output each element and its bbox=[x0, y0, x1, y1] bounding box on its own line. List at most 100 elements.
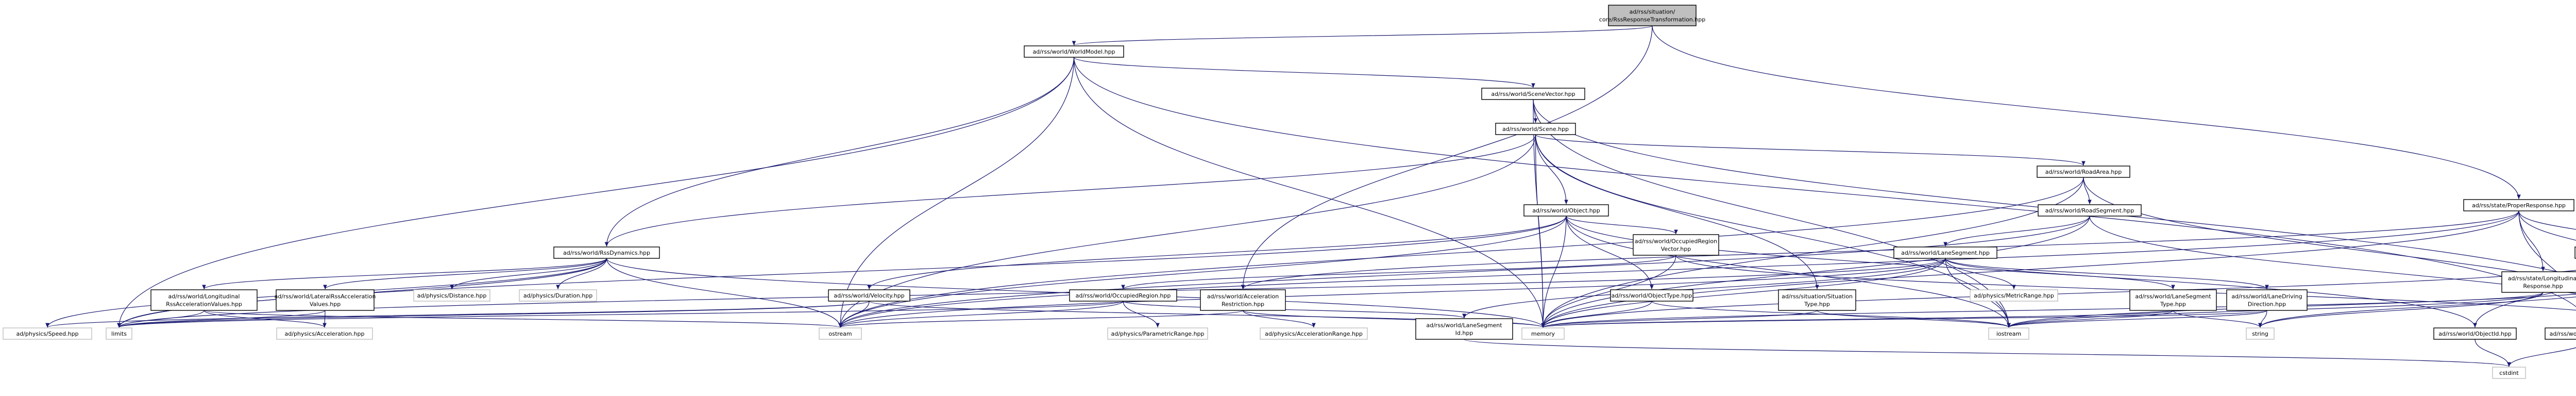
node-box bbox=[1024, 45, 1124, 58]
dependency-edge-objecttype-to-iostream bbox=[1651, 301, 2011, 328]
node-box bbox=[1415, 318, 1513, 340]
dependency-edge-roadarea-to-roadsegment bbox=[2083, 177, 2092, 205]
node-label: ad/rss/world/LaneSegment bbox=[2135, 293, 2211, 300]
node-label: Direction.hpp bbox=[2248, 301, 2286, 308]
node-label: ad/rss/world/OccupiedRegion bbox=[1635, 238, 1717, 245]
dependency-edge-worldmodel-to-limits bbox=[117, 57, 1075, 328]
node-box bbox=[276, 327, 373, 340]
graph-node-scenevector[interactable]: ad/rss/world/SceneVector.hpp bbox=[1481, 88, 1585, 100]
node-label: ad/rss/state/ProperResponse.hpp bbox=[2472, 202, 2566, 209]
graph-node-object[interactable]: ad/rss/world/Object.hpp bbox=[1523, 204, 1609, 217]
node-label: ad/rss/world/Object.hpp bbox=[1532, 207, 1600, 214]
dependency-edge-scene-to-memory bbox=[1535, 134, 1545, 328]
node-label: ad/physics/Duration.hpp bbox=[523, 292, 592, 299]
graph-node-worldmodel[interactable]: ad/rss/world/WorldModel.hpp bbox=[1024, 45, 1124, 58]
dependency-edge-roadsegment-to-lanesegment bbox=[1943, 216, 2090, 247]
node-box bbox=[1633, 234, 1719, 256]
node-box bbox=[1200, 289, 1286, 311]
graph-node-root[interactable]: ad/rss/situation/core/RssResponseTransfo… bbox=[1599, 5, 1705, 26]
graph-node-timeindex[interactable]: ad/rss/world/TimeIndex.hpp bbox=[2545, 327, 2576, 340]
dependency-edge-worldmodel-to-ostream bbox=[838, 57, 1075, 328]
node-label: ad/rss/world/Scene.hpp bbox=[1502, 126, 1569, 133]
node-label: ad/rss/world/Velocity.hpp bbox=[834, 292, 904, 299]
dependency-edge-latresponse-to-string bbox=[2258, 296, 2576, 328]
node-box bbox=[2037, 166, 2130, 178]
node-label: ad/rss/world/WorldModel.hpp bbox=[1032, 48, 1115, 55]
node-label: ad/rss/situation/Situation bbox=[1782, 293, 1853, 300]
graph-node-scene[interactable]: ad/rss/world/Scene.hpp bbox=[1495, 123, 1576, 135]
graph-node-rssdynamics[interactable]: ad/rss/world/RssDynamics.hpp bbox=[553, 246, 660, 259]
graph-node-metricrange: ad/physics/MetricRange.hpp bbox=[1970, 289, 2058, 302]
dependency-edge-longmaxaccel-to-limits bbox=[117, 310, 205, 328]
node-label: string bbox=[2252, 331, 2268, 337]
node-label: ad/physics/Distance.hpp bbox=[417, 292, 487, 299]
node-box bbox=[828, 289, 910, 302]
node-label: Id.hpp bbox=[1455, 330, 1473, 337]
node-label: cstdint bbox=[2499, 370, 2519, 376]
graph-node-occupiedregion[interactable]: ad/rss/world/OccupiedRegion.hpp bbox=[1069, 289, 1177, 302]
dependency-edge-rssdynamics-to-ostream bbox=[606, 258, 842, 328]
dependency-edge-rssdynamics-to-duration bbox=[556, 258, 607, 290]
dependency-edge-roadsegment-to-ostream bbox=[838, 216, 2090, 328]
dependency-edge-accelrestriction-to-accelrange bbox=[1242, 310, 1316, 328]
dependency-edge-accelrestriction-to-memory bbox=[1242, 310, 1545, 328]
node-box bbox=[2038, 204, 2142, 217]
dependency-edge-longmaxaccel-to-ostream bbox=[204, 310, 842, 328]
node-box bbox=[2463, 199, 2574, 211]
graph-node-properresponse[interactable]: ad/rss/state/ProperResponse.hpp bbox=[2463, 199, 2574, 211]
dependency-edge-properresponse-to-timeindex bbox=[2518, 210, 2576, 291]
node-box bbox=[1608, 5, 1697, 26]
dependency-edge-lanesegmentid-to-cstdint bbox=[1464, 339, 2511, 367]
graph-node-velocity[interactable]: ad/rss/world/Velocity.hpp bbox=[828, 289, 910, 302]
dependency-edge-object-to-objectid bbox=[1566, 216, 2477, 328]
dependency-edge-longresponse-to-string bbox=[2258, 292, 2544, 328]
node-label: ad/physics/AccelerationRange.hpp bbox=[1265, 331, 1363, 337]
dependency-edge-lanesegment-to-lanesegmenttype bbox=[1945, 258, 2175, 290]
node-label: ad/rss/world/TimeIndex.hpp bbox=[2550, 331, 2576, 337]
node-label: Type.hpp bbox=[2160, 301, 2186, 308]
dependency-edge-occupiedregionvector-to-memory bbox=[1541, 255, 1676, 328]
graph-node-objectidvector[interactable]: ad/rss/world/ObjectIdVector.hpp bbox=[2574, 246, 2576, 259]
dependency-edge-root-to-properresponse bbox=[1652, 25, 2521, 200]
graph-node-objecttype[interactable]: ad/rss/world/ObjectType.hpp bbox=[1610, 289, 1693, 302]
dependency-edge-roadsegment-to-memory bbox=[1541, 216, 2090, 328]
dependency-edge-scene-to-rssdynamics bbox=[604, 134, 1536, 247]
dependency-edge-lanesegmenttype-to-memory bbox=[1541, 310, 2174, 328]
graph-node-limits: limits bbox=[106, 327, 132, 340]
node-box bbox=[2545, 327, 2576, 340]
dependency-edge-lanesegment-to-lanedrivingdir bbox=[1945, 258, 2269, 290]
node-label: Type.hpp bbox=[1804, 301, 1830, 308]
node-label: ad/rss/world/RssDynamics.hpp bbox=[563, 250, 650, 256]
graph-node-roadarea[interactable]: ad/rss/world/RoadArea.hpp bbox=[2037, 166, 2130, 178]
node-label: ad/rss/world/ObjectType.hpp bbox=[1612, 292, 1692, 299]
dependency-edge-lanedrivingdir-to-memory bbox=[1541, 310, 2267, 328]
dependency-edge-roadsegment-to-vector bbox=[2089, 216, 2576, 294]
node-box bbox=[1107, 327, 1208, 340]
graph-node-roadsegment[interactable]: ad/rss/world/RoadSegment.hpp bbox=[2038, 204, 2142, 217]
node-box bbox=[1495, 123, 1576, 135]
dependency-edge-objectid-to-cstdint bbox=[2475, 339, 2511, 367]
dependency-edge-lanedrivingdir-to-iostream bbox=[2007, 310, 2267, 328]
graph-node-longmaxaccel[interactable]: ad/rss/world/LongitudinalRssAcceleration… bbox=[150, 289, 258, 311]
dependency-edge-scenevector-to-iostream bbox=[1533, 99, 2011, 328]
node-box bbox=[519, 289, 597, 302]
node-label: RssAccelerationValues.hpp bbox=[166, 301, 242, 308]
dependency-edge-objectidvector-to-objectid bbox=[2473, 287, 2576, 328]
node-label: ad/rss/world/Acceleration bbox=[1207, 293, 1279, 300]
graph-node-lanesegment[interactable]: ad/rss/world/LaneSegment.hpp bbox=[1893, 246, 1997, 259]
graph-node-latmaxaccel[interactable]: ad/rss/world/LateralRssAccelerationValue… bbox=[275, 289, 376, 311]
node-box bbox=[819, 327, 862, 340]
node-box bbox=[150, 289, 258, 311]
dependency-edge-lanedrivingdir-to-string bbox=[2258, 310, 2267, 328]
dependency-edge-scene-to-object bbox=[1535, 134, 1568, 205]
graph-node-objectid[interactable]: ad/rss/world/ObjectId.hpp bbox=[2433, 327, 2517, 340]
dependency-edge-object-to-occupiedregionvector bbox=[1566, 216, 1678, 235]
node-label: Response.hpp bbox=[2523, 283, 2563, 290]
